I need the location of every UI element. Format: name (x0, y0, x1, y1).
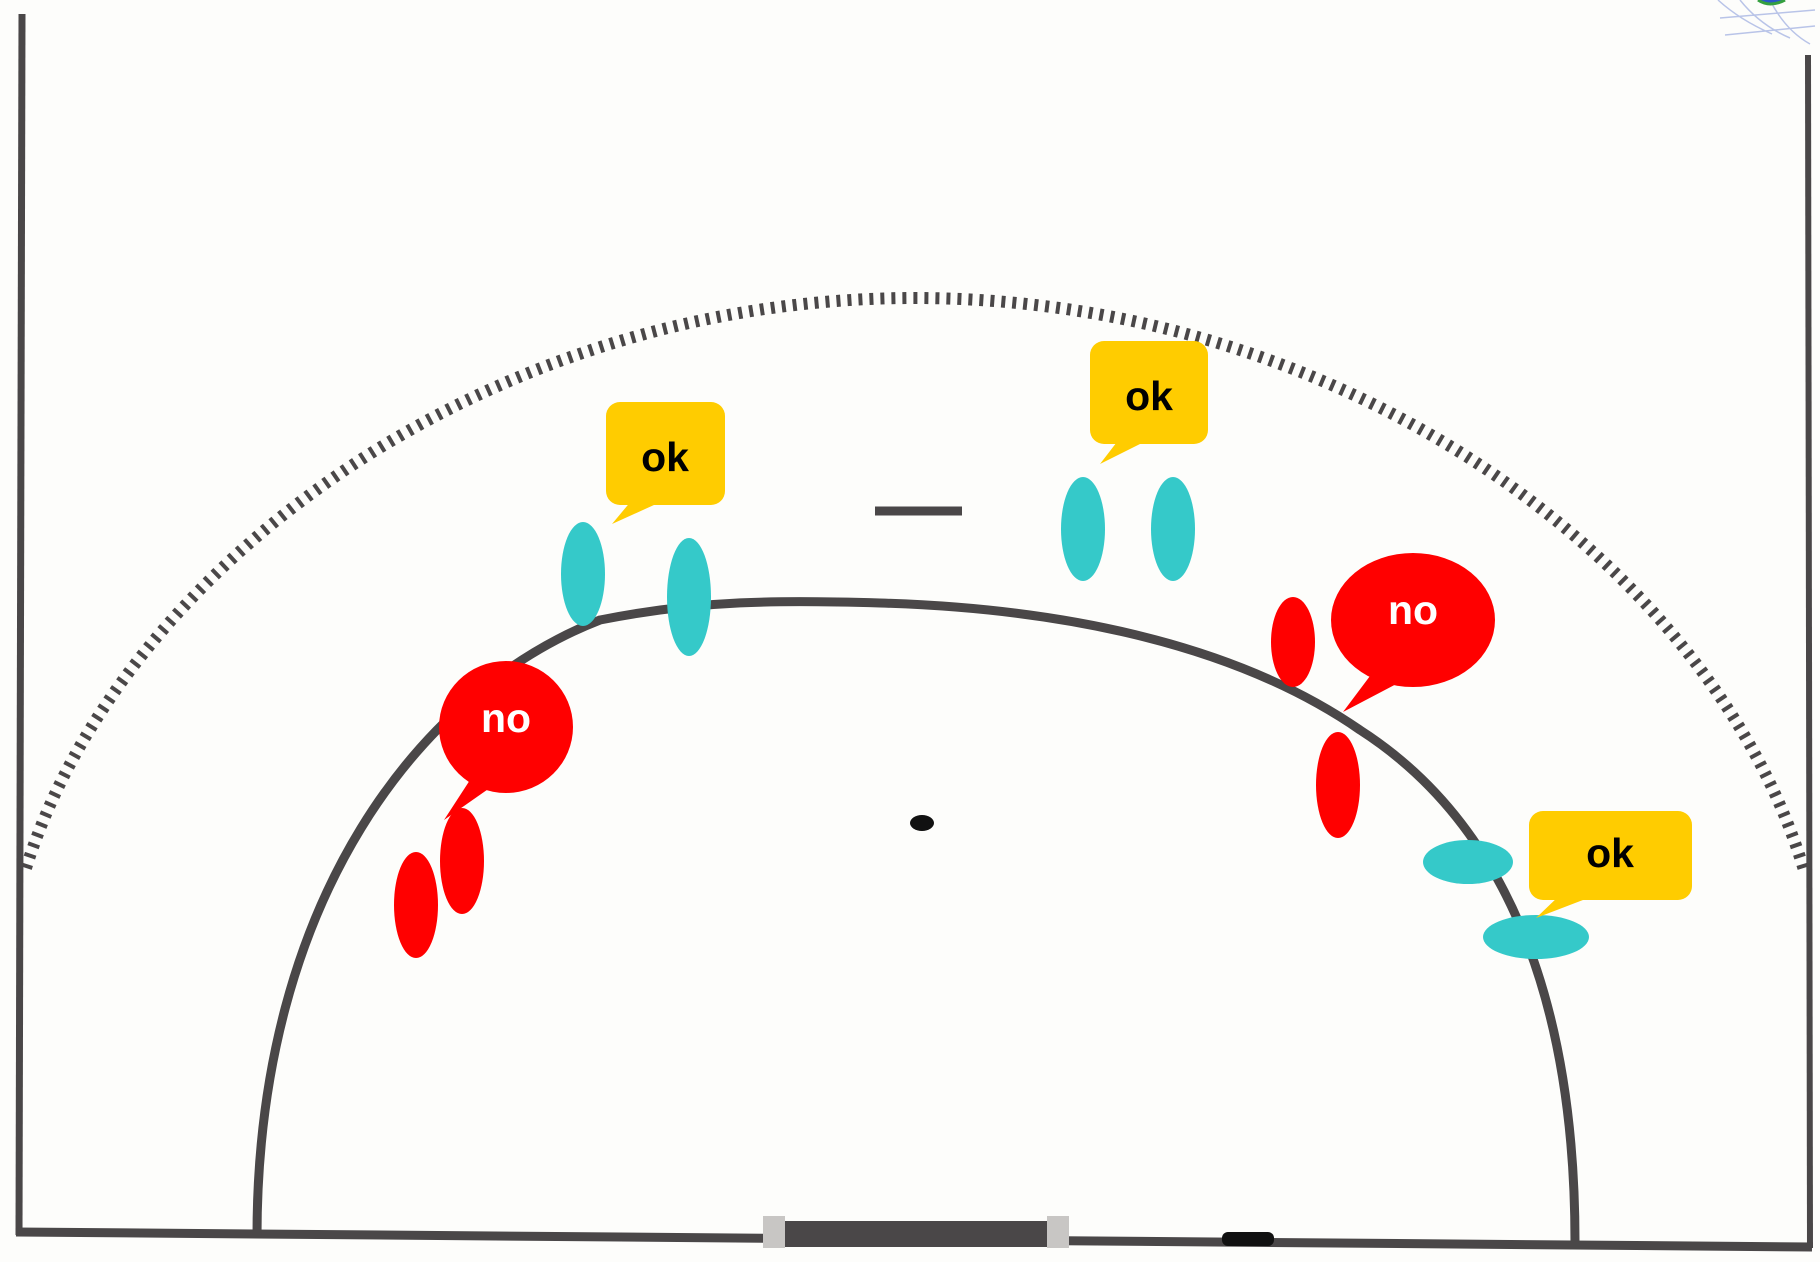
substitution-mark (1222, 1232, 1274, 1246)
ok-player (561, 522, 605, 626)
left-sideline (15, 13, 26, 1236)
ok-callout: ok (1529, 811, 1692, 918)
goal (783, 1221, 1051, 1247)
callout-label: ok (1125, 373, 1173, 419)
no-player (394, 852, 438, 958)
ok-player (1423, 840, 1513, 884)
ok-player (667, 538, 711, 656)
goal-post-right (1047, 1216, 1069, 1248)
ok-callout: ok (606, 402, 725, 524)
callout-label: ok (1586, 830, 1634, 876)
no-player (1271, 597, 1315, 687)
goal-post-left (763, 1216, 785, 1248)
callout-label: no (1388, 587, 1438, 633)
callout-label: ok (641, 434, 689, 480)
no-callout: no (439, 661, 573, 820)
ok-player (1151, 477, 1195, 581)
ok-player (1061, 477, 1105, 581)
ok-callout: ok (1090, 341, 1208, 464)
callout-label: no (481, 695, 531, 741)
no-player (1316, 732, 1360, 838)
right-sideline (1805, 54, 1813, 1249)
penalty-mark (910, 815, 934, 831)
ok-player (1483, 915, 1589, 959)
logo-fragment (1717, 0, 1816, 45)
no-player (440, 808, 484, 914)
no-callout: no (1331, 553, 1495, 712)
